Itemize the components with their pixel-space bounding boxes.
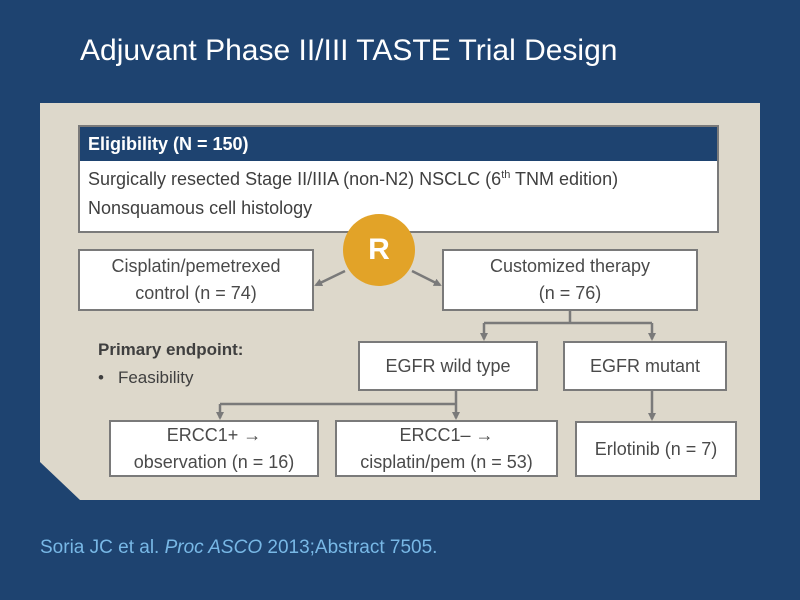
control-arm-box: Cisplatin/pemetrexed control (n = 74): [78, 249, 314, 311]
randomization-circle: R: [343, 214, 415, 286]
control-arm-line1: Cisplatin/pemetrexed: [111, 256, 281, 276]
egfr-mutant-box: EGFR mutant: [563, 341, 727, 391]
ercc1-negative-box: ERCC1– → cisplatin/pem (n = 53): [335, 420, 558, 477]
ercc1-negative-line1: ERCC1– →: [399, 424, 494, 445]
slide-title: Adjuvant Phase II/III TASTE Trial Design: [80, 34, 618, 67]
eligibility-criterion-histology: Nonsquamous cell histology: [88, 198, 313, 218]
eligibility-line1-sup: th: [501, 169, 511, 181]
egfr-wild-type-box: EGFR wild type: [358, 341, 538, 391]
egfr-mutant-label: EGFR mutant: [589, 355, 701, 376]
eligibility-line1-post: TNM edition): [510, 169, 619, 189]
erlotinib-box: Erlotinib (n = 7): [575, 421, 737, 477]
arrow-r-to-customized: [411, 269, 442, 287]
bullet-icon: •: [98, 368, 104, 387]
primary-endpoint-title: Primary endpoint:: [98, 340, 244, 359]
customized-arm-line2: (n = 76): [538, 283, 602, 303]
primary-endpoint-item-text: Feasibility: [117, 368, 194, 387]
eligibility-box: Eligibility (N = 150) Surgically resecte…: [78, 125, 719, 233]
citation-rest: 2013;Abstract 7505.: [267, 537, 438, 558]
customized-arm-box: Customized therapy (n = 76): [442, 249, 698, 311]
primary-endpoint: Primary endpoint: • Feasibility: [98, 340, 243, 388]
erlotinib-label: Erlotinib (n = 7): [594, 438, 718, 459]
ercc1-positive-line1: ERCC1+ →: [166, 424, 262, 445]
eligibility-header: Eligibility (N = 150): [80, 127, 717, 161]
customized-arm-line1: Customized therapy: [489, 256, 651, 276]
control-arm-line2: control (n = 74): [135, 283, 257, 303]
citation-authors: Soria JC et al.: [40, 537, 160, 558]
eligibility-line1-pre: Surgically resected Stage II/IIIA (non-N…: [88, 169, 502, 189]
egfr-wild-type-label: EGFR wild type: [385, 355, 511, 376]
ercc1-negative-line2: cisplatin/pem (n = 53): [360, 451, 533, 472]
primary-endpoint-item: • Feasibility: [98, 368, 243, 388]
ercc1-positive-box: ERCC1+ → observation (n = 16): [109, 420, 319, 477]
ercc1-positive-line2: observation (n = 16): [133, 451, 295, 472]
connector-lines: [216, 269, 656, 421]
citation: Soria JC et al. Proc ASCO 2013;Abstract …: [40, 537, 437, 559]
eligibility-criterion-stage: Surgically resected Stage II/IIIA (non-N…: [80, 161, 717, 194]
citation-journal: Proc ASCO: [164, 537, 263, 558]
arrow-r-to-control: [314, 269, 346, 287]
